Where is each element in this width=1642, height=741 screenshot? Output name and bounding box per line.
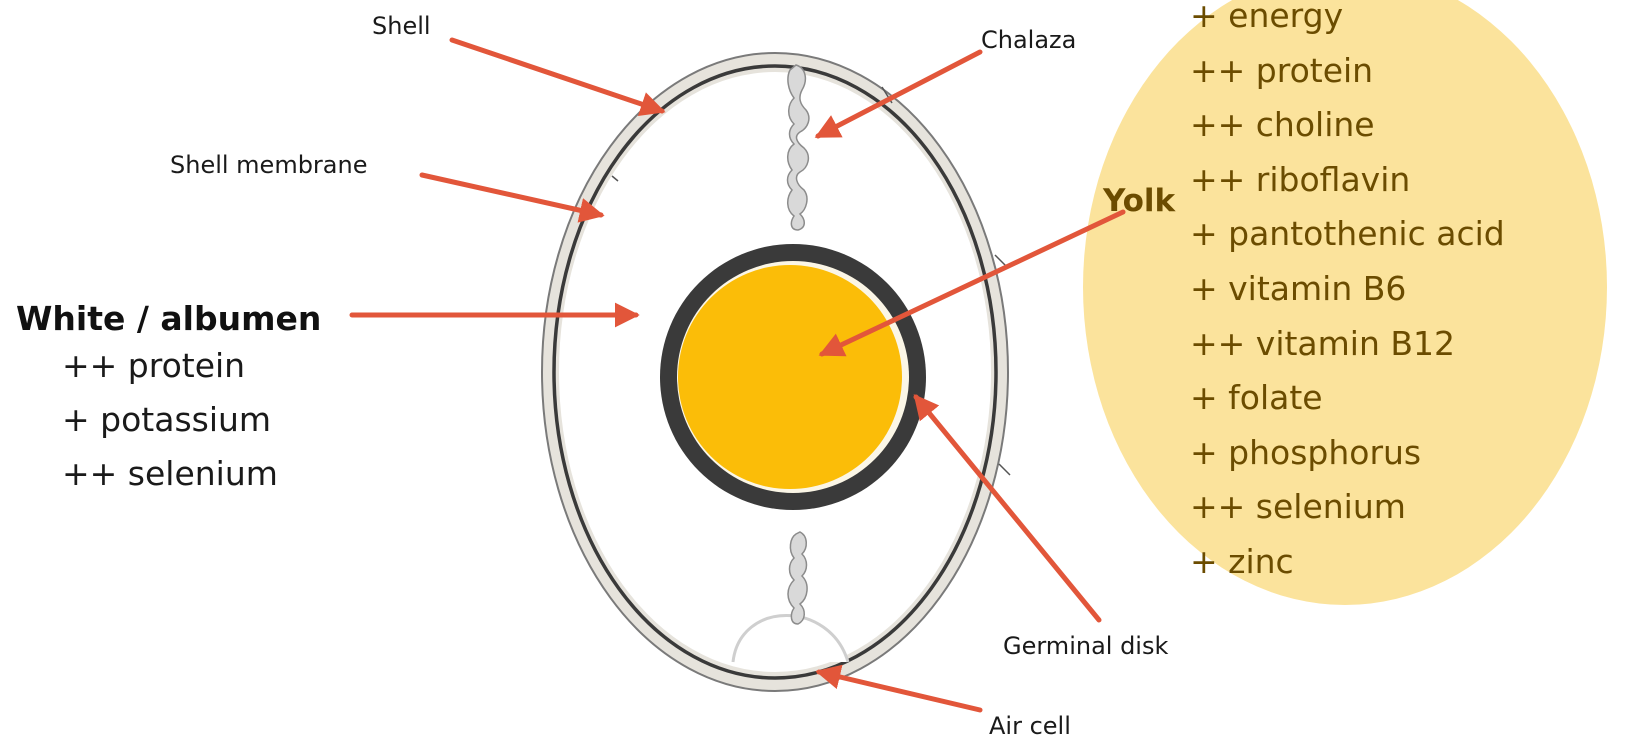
shell-arrow (452, 40, 662, 111)
yolk-nutrient: ++ selenium (1190, 490, 1505, 545)
yolk-nutrient: ++ riboflavin (1190, 163, 1505, 218)
shell-membrane-arrow (422, 175, 601, 215)
yolk-nutrient: ++ choline (1190, 108, 1505, 163)
albumen-nutrient-list: ++ protein + potassium ++ selenium (62, 349, 278, 511)
shell-label: Shell (372, 14, 431, 38)
albumen-title: White / albumen (16, 302, 321, 335)
yolk-nutrient: + energy (1190, 0, 1505, 54)
yolk-nutrient: + phosphorus (1190, 436, 1505, 491)
yolk-nutrient: + pantothenic acid (1190, 217, 1505, 272)
albumen-nutrient: + potassium (62, 403, 278, 457)
yolk-nutrient-list: + energy ++ protein ++ choline ++ ribofl… (1190, 0, 1505, 600)
yolk-nutrient: + zinc (1190, 545, 1505, 600)
chalaza-label: Chalaza (981, 28, 1076, 52)
shell-membrane-label: Shell membrane (170, 153, 367, 177)
yolk-nutrient: + vitamin B6 (1190, 272, 1505, 327)
air-cell-arrow (819, 672, 980, 710)
germinal-disk-label: Germinal disk (1003, 634, 1168, 658)
yolk-nutrient: ++ vitamin B12 (1190, 327, 1505, 382)
air-cell-label: Air cell (989, 714, 1071, 738)
yolk-title: Yolk (1103, 186, 1175, 217)
albumen-nutrient: ++ selenium (62, 457, 278, 511)
albumen-nutrient: ++ protein (62, 349, 278, 403)
yolk-nutrient: ++ protein (1190, 54, 1505, 109)
yolk-nutrient: + folate (1190, 381, 1505, 436)
yolk (660, 244, 926, 510)
